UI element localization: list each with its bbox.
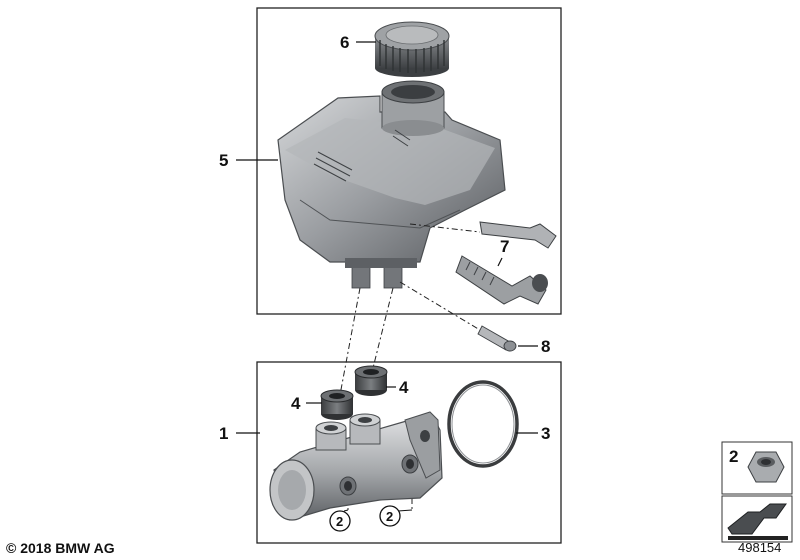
svg-text:2: 2 — [386, 509, 393, 524]
legend-nut-number: 2 — [729, 447, 738, 466]
callout-pin: 8 — [541, 337, 550, 356]
reservoir-tank — [277, 80, 506, 289]
callout-grommet-right: 4 — [399, 378, 409, 397]
level-sensor — [455, 221, 557, 305]
callout-master-cylinder: 1 — [219, 424, 228, 443]
svg-text:2: 2 — [336, 514, 343, 529]
legend-nut-box: 2 — [721, 441, 793, 495]
callout-reservoir-cap: 6 — [340, 33, 349, 52]
circled-callout-right: 2 — [379, 505, 401, 527]
reservoir-group-frame — [256, 7, 562, 315]
callout-reservoir: 5 — [219, 151, 228, 170]
callout-sensor: 7 — [500, 237, 509, 256]
diagram-number: 498154 — [738, 540, 782, 555]
arrow-symbol-icon — [727, 503, 787, 535]
callout-o-ring: 3 — [541, 424, 550, 443]
o-ring — [447, 380, 519, 468]
reservoir-cap — [374, 21, 450, 77]
grommet-right — [354, 365, 388, 396]
retaining-pin — [477, 325, 517, 352]
callout-grommet-left: 4 — [291, 394, 301, 413]
copyright-text: © 2018 BMW AG — [6, 540, 115, 556]
legend-arrow-box — [721, 495, 793, 543]
master-cylinder — [269, 411, 443, 521]
master-cylinder-group-frame — [256, 361, 562, 544]
grommet-left — [320, 389, 354, 420]
circled-callout-left: 2 — [329, 510, 351, 532]
